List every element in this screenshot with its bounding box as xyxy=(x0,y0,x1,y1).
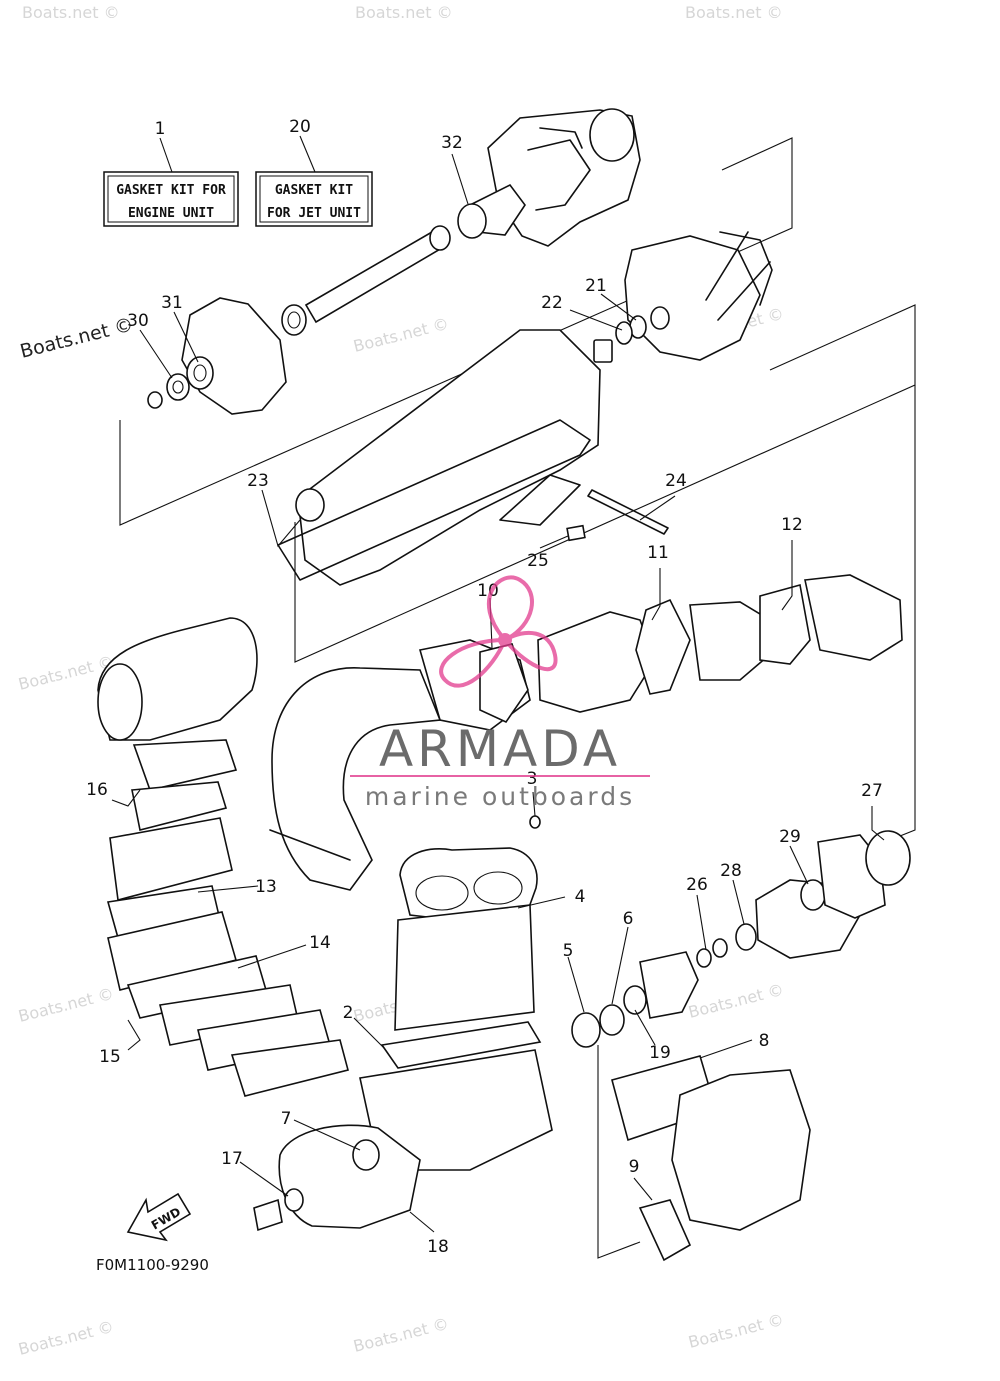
watermark-text: Boats.net © xyxy=(16,984,115,1026)
callout-28: 28 xyxy=(720,861,742,881)
propeller-logo-icon xyxy=(439,575,558,688)
callout-2: 2 xyxy=(343,1003,354,1023)
watermark-text: Boats.net © xyxy=(355,3,453,22)
callout-29: 29 xyxy=(779,827,801,847)
callout-12: 12 xyxy=(781,515,803,535)
pump-housing xyxy=(624,231,773,361)
kit-jet-line2: FOR JET UNIT xyxy=(267,206,361,221)
callout-25: 25 xyxy=(527,551,549,571)
watermark-text: Boats.net © xyxy=(22,3,120,22)
watermark-text: Boats.net © xyxy=(685,3,783,22)
callout-32: 32 xyxy=(441,133,463,153)
callout-22: 22 xyxy=(541,293,563,313)
callout-8: 8 xyxy=(759,1031,770,1051)
exhaust-manifold-right xyxy=(611,1055,811,1262)
callout-6: 6 xyxy=(623,909,634,929)
watermark-text: Boats.net © xyxy=(686,1310,785,1352)
kit-jet-line1: GASKET KIT xyxy=(275,183,353,198)
callout-23: 23 xyxy=(247,471,269,491)
callout-14: 14 xyxy=(309,933,331,953)
callout-24: 24 xyxy=(665,471,687,491)
exhaust-manifold-stack xyxy=(106,739,349,1097)
exhaust-chain xyxy=(418,574,903,731)
callout-7: 7 xyxy=(281,1109,292,1129)
callout-13: 13 xyxy=(255,877,277,897)
callout-5: 5 xyxy=(563,941,574,961)
callout-16: 16 xyxy=(86,780,108,800)
kit-box-engine[interactable]: GASKET KIT FOR ENGINE UNIT xyxy=(103,171,239,227)
callout-17: 17 xyxy=(221,1149,243,1169)
watermark-text: Boats.net © xyxy=(16,1317,115,1359)
brand-tagline: marine outboards xyxy=(365,782,635,811)
callout-20: 20 xyxy=(289,117,311,137)
watermark-text-dark: Boats.net © xyxy=(18,313,136,362)
jet-housing xyxy=(457,108,641,247)
forward-arrow-icon: FWD xyxy=(126,1192,192,1242)
callout-4: 4 xyxy=(575,887,586,907)
cylinder-block xyxy=(359,815,553,1171)
callout-15: 15 xyxy=(99,1047,121,1067)
magneto-cover xyxy=(253,1124,421,1232)
watermark-text: Boats.net © xyxy=(351,314,450,356)
callout-1: 1 xyxy=(155,119,166,139)
crank-seals-center xyxy=(571,951,699,1048)
oil-seals-21-22 xyxy=(593,315,647,363)
kit-box-jet[interactable]: GASKET KIT FOR JET UNIT xyxy=(255,171,373,227)
crank-seals-right xyxy=(696,830,911,968)
intake-duct xyxy=(277,329,669,586)
callout-19: 19 xyxy=(649,1043,671,1063)
callout-labels: 1 20 32 31 30 22 21 23 24 25 12 11 10 16… xyxy=(86,117,883,1257)
diagram-code: F0M1100-9290 xyxy=(96,1256,209,1274)
callout-11: 11 xyxy=(647,543,669,563)
callout-18: 18 xyxy=(427,1237,449,1257)
intermediate-housing xyxy=(147,297,287,415)
callout-31: 31 xyxy=(161,293,183,313)
callout-21: 21 xyxy=(585,276,607,296)
watermark-text: Boats.net © xyxy=(686,980,785,1022)
leader-lines xyxy=(111,153,885,1233)
brand-watermark: ARMADA marine outboards xyxy=(350,575,650,811)
kit-engine-line1: GASKET KIT FOR xyxy=(116,183,226,198)
callout-30: 30 xyxy=(127,311,149,331)
water-box xyxy=(97,617,258,741)
kit-engine-line2: ENGINE UNIT xyxy=(128,206,214,221)
brand-name: ARMADA xyxy=(379,720,621,778)
callout-9: 9 xyxy=(629,1157,640,1177)
callout-3: 3 xyxy=(527,769,538,789)
watermark-text: Boats.net © xyxy=(351,1314,450,1356)
drive-shaft xyxy=(281,225,451,336)
callout-26: 26 xyxy=(686,875,708,895)
exhaust-elbow xyxy=(269,667,442,891)
callout-27: 27 xyxy=(861,781,883,801)
